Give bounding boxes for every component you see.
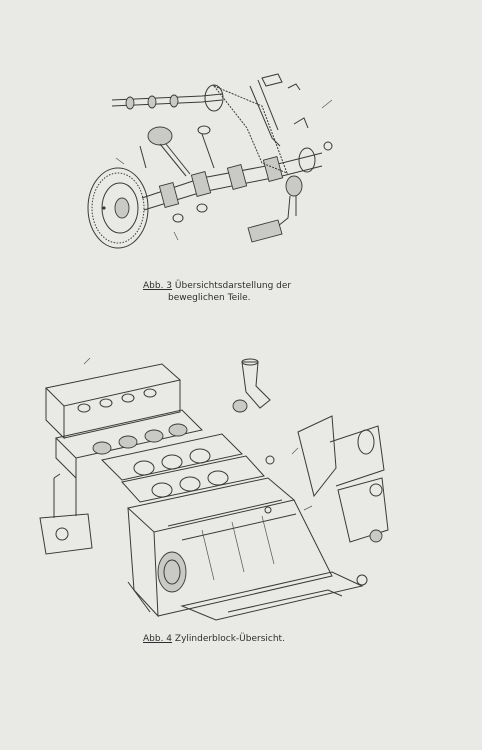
figure-3-caption: Abb. 3 Übersichtsdarstellung der bewegli… [143, 280, 291, 304]
figure-4-illustration [32, 350, 400, 625]
figure-3-label: Abb. 3 [143, 281, 173, 291]
figure-3-illustration [82, 68, 352, 258]
figure-3-caption-line2: beweglichen Teile. [168, 293, 251, 303]
figure-3-caption-line1: Übersichtsdarstellung der [174, 281, 292, 291]
figure-4-label: Abb. 4 [143, 634, 173, 644]
figure-4-caption-text: Zylinderblock-Übersicht. [174, 634, 285, 644]
figure-4-caption: Abb. 4 Zylinderblock-Übersicht. [143, 633, 285, 645]
